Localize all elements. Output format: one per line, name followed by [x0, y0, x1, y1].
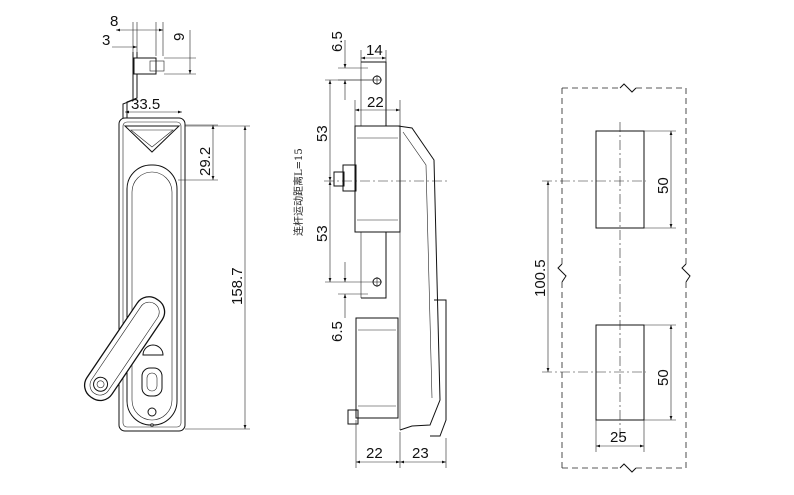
side-cam-nut [333, 171, 345, 187]
dim-8: 8 [110, 13, 118, 30]
dim-6-5-top: 6.5 [329, 31, 346, 52]
side-handle [430, 299, 447, 437]
dim-53-bottom: 53 [314, 225, 331, 242]
front-body [118, 117, 186, 432]
dim-22-bottom: 22 [366, 445, 383, 462]
handle-slot-inner [131, 171, 173, 421]
break-top [619, 83, 637, 93]
dim-9: 9 [171, 33, 188, 41]
dim-22-top: 22 [367, 94, 384, 111]
side-view: 连杆运动距离L=15 6.5 [292, 31, 450, 468]
rod-tab [133, 57, 157, 75]
cutout-view: 50 50 100.5 25 [532, 83, 691, 473]
dim-33-5: 33.5 [131, 96, 160, 113]
handle-slot [126, 164, 178, 426]
lock-cylinder-inner [146, 372, 158, 392]
bottom-dot [150, 423, 154, 427]
dim-6-5-bottom: 6.5 [329, 321, 346, 342]
dim-50-bottom: 50 [655, 369, 672, 386]
key-cover [142, 344, 164, 356]
lock-cylinder [141, 367, 163, 397]
break-right [681, 263, 691, 283]
side-upper-body [354, 125, 401, 233]
side-lower-tab [347, 409, 359, 425]
linkage-note: 连杆运动距离L=15 [292, 148, 305, 236]
bottom-screw [147, 407, 157, 417]
triangle-recess-inner [130, 129, 174, 148]
front-body-inner [122, 121, 182, 428]
rod-tab-inner [149, 60, 165, 72]
dim-3: 3 [102, 32, 110, 49]
handle-arm [83, 296, 166, 402]
break-left [557, 263, 567, 283]
side-cam [342, 164, 357, 192]
side-lower-body [355, 317, 399, 419]
dim-14: 14 [366, 42, 383, 59]
dim-158-7: 158.7 [229, 267, 246, 305]
side-escutcheon [397, 125, 441, 431]
rod-hook [122, 52, 138, 118]
dim-50-top: 50 [655, 177, 672, 194]
triangle-recess [123, 125, 181, 153]
break-bottom [619, 463, 637, 473]
dim-23: 23 [412, 445, 429, 462]
dim-100-5: 100.5 [532, 259, 549, 297]
dim-25: 25 [610, 429, 627, 446]
front-view: 8 3 9 33.5 29.2 158.7 [83, 13, 250, 432]
dim-29-2: 29.2 [197, 147, 214, 176]
dim-53-top: 53 [314, 125, 331, 142]
